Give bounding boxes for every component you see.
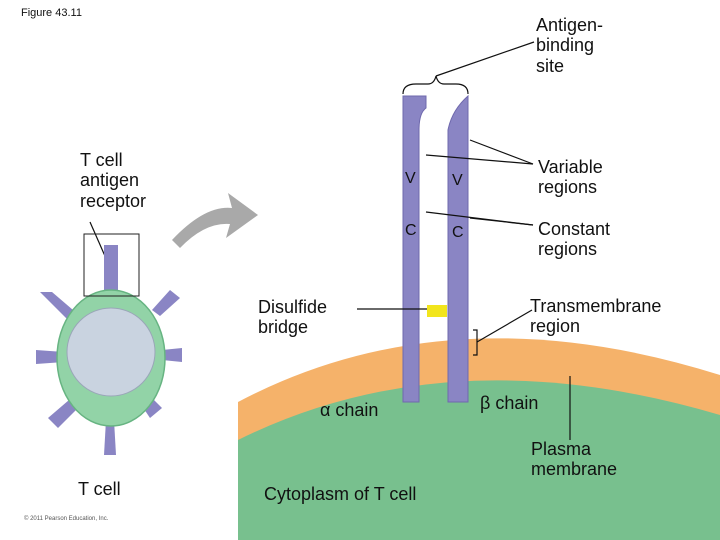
antigen-binding-site-label: Antigen- binding site — [536, 15, 604, 76]
transmembrane-pointer — [476, 309, 533, 343]
alpha-variable-letter: V — [405, 170, 416, 187]
leader-lines — [89, 41, 571, 440]
disulfide-bridge-mark — [427, 305, 447, 317]
variable-pointer-1 — [425, 154, 534, 165]
plasma-membrane-label: Plasma membrane — [531, 439, 618, 480]
binding-site-pointer — [435, 41, 535, 77]
zoom-arrow — [172, 193, 258, 248]
beta-constant-letter: C — [452, 224, 464, 241]
receptor-zoom-box — [83, 233, 140, 297]
t-cell-label: T cell — [78, 479, 121, 499]
constant-pointer-2 — [469, 217, 534, 226]
beta-variable-letter: V — [452, 172, 463, 189]
constant-regions-label: Constant regions — [538, 219, 611, 260]
beta-chain — [447, 94, 469, 403]
transmembrane-region-label: Transmembrane region — [530, 296, 662, 337]
binding-site-brace — [402, 75, 469, 95]
beta-chain-label: β chain — [480, 393, 539, 413]
figure-number: Figure 43.11 — [21, 7, 82, 19]
alpha-constant-letter: C — [405, 222, 417, 239]
membrane-panel — [238, 338, 720, 540]
alpha-chain-label: α chain — [320, 400, 379, 420]
variable-regions-label: Variable regions — [538, 157, 603, 198]
copyright-text: © 2011 Pearson Education, Inc. — [24, 516, 109, 522]
t-cell-nucleus — [66, 307, 156, 397]
t-cell-illustration — [36, 233, 182, 455]
cytoplasm-label: Cytoplasm of T cell — [264, 484, 417, 504]
alpha-chain — [402, 95, 427, 403]
tcr-label: T cell antigen receptor — [80, 150, 147, 211]
variable-pointer-2 — [469, 139, 534, 165]
cytoplasm-area — [238, 380, 720, 540]
receptor-chains — [402, 94, 469, 403]
disulfide-bridge-label: Disulfide bridge — [258, 297, 328, 338]
transmembrane-brace — [473, 329, 478, 356]
